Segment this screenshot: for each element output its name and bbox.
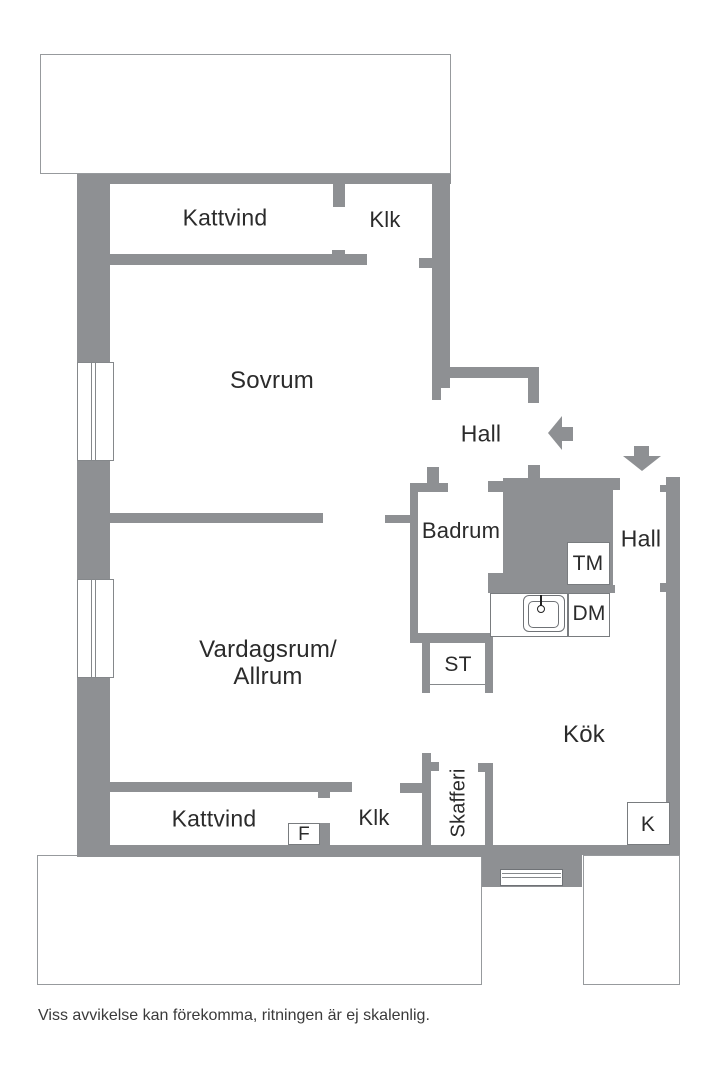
wall-left-lower xyxy=(77,677,110,857)
room-label-kok: Kök xyxy=(563,721,605,748)
dishwasher-box xyxy=(568,593,610,637)
terrace-bottom-right xyxy=(583,855,680,985)
wall-chimney-stub-bottomright xyxy=(610,585,615,593)
terrace-bottom-left xyxy=(37,855,482,985)
wall-right-upper-tip xyxy=(432,388,441,400)
wall-skafferi-left xyxy=(422,753,431,850)
window-sovrum-glazing xyxy=(91,363,96,460)
door-sill-line xyxy=(502,877,561,878)
wall-hall-upper-top xyxy=(450,367,529,378)
room-label-klk-bottom: Klk xyxy=(358,805,390,830)
wall-right-lower-notch-a xyxy=(660,485,666,492)
wall-chimney-ear-topright xyxy=(613,478,620,490)
wall-right-lower-notch-b xyxy=(660,583,666,592)
wall-klk-top-right-stub xyxy=(419,258,432,268)
wall-klk-top-stub xyxy=(333,184,345,207)
room-label-st: ST xyxy=(444,653,472,676)
wall-badrum-top xyxy=(410,483,448,492)
wall-kattvind-bottom-top xyxy=(110,782,352,792)
door-sill-line xyxy=(502,873,561,874)
wall-bottom-left xyxy=(77,845,482,857)
wall-right-upper xyxy=(432,174,450,388)
wall-chimney-step-bottomleft xyxy=(488,573,503,593)
wall-skafferi-right-hook xyxy=(478,763,485,772)
room-label-kattvind-bottom: Kattvind xyxy=(171,805,257,832)
room-label-skafferi: Skafferi xyxy=(447,768,470,838)
room-label-f: F xyxy=(298,824,310,845)
room-label-badrum: Badrum xyxy=(421,518,501,543)
disclaimer-text: Viss avvikelse kan förekomma, ritningen … xyxy=(38,1007,430,1024)
wall-badrum-bottom xyxy=(410,633,493,643)
wall-kattvind-top-bump xyxy=(332,250,345,255)
room-label-sovrum: Sovrum xyxy=(230,367,314,394)
wall-right-lower xyxy=(666,477,680,855)
wall-skafferi-right xyxy=(485,763,493,855)
fridge-box-f xyxy=(288,823,320,845)
wall-kattvind-top-bottom xyxy=(110,254,367,265)
fridge-box-k xyxy=(627,802,670,845)
wall-badrum-left xyxy=(410,483,418,637)
wall-skafferi-left-stub xyxy=(431,762,439,771)
wall-kattvind-bottom-stub xyxy=(318,792,330,798)
wall-bottom-right xyxy=(582,845,680,855)
room-label-dm: DM xyxy=(572,602,606,625)
down-arrow-shaft xyxy=(634,446,649,457)
entrance-door-icon xyxy=(500,869,563,886)
wall-st-left xyxy=(422,643,430,693)
faucet-icon xyxy=(537,605,545,613)
terrace-top xyxy=(40,54,451,174)
room-label-klk-top: Klk xyxy=(369,207,401,232)
wall-chimney-notch-topleft xyxy=(488,481,503,492)
room-label-tm: TM xyxy=(572,552,604,575)
room-label-vardagsrum-line1: Vardagsrum/ xyxy=(199,636,337,663)
wall-hall-upper-door-stub xyxy=(528,367,539,403)
wall-sovrum-vardagsrum xyxy=(110,513,323,523)
room-label-kattvind-top: Kattvind xyxy=(182,204,268,231)
wall-badrum-door-stub xyxy=(427,467,439,483)
wall-left-middle xyxy=(77,461,110,579)
washing-machine-box xyxy=(567,542,610,585)
faucet-stem xyxy=(540,595,542,607)
room-label-k: K xyxy=(640,813,656,836)
wall-sovrum-vardagsrum-stub xyxy=(385,515,410,523)
left-arrow-icon xyxy=(548,416,562,450)
wall-left-upper xyxy=(77,174,110,362)
st-closet-front-line xyxy=(430,684,485,685)
left-arrow-shaft xyxy=(561,427,573,441)
wall-chimney-top-stub xyxy=(528,465,540,478)
window-vardagsrum-glazing xyxy=(91,580,96,677)
wall-st-right xyxy=(485,643,493,693)
wall-f-stub xyxy=(320,823,330,845)
wall-top xyxy=(77,174,451,184)
wall-klk-skafferi xyxy=(400,783,422,793)
room-label-hall-upper: Hall xyxy=(460,420,502,447)
down-arrow-icon xyxy=(623,456,661,471)
room-label-vardagsrum-line2: Allrum xyxy=(233,663,303,690)
room-label-hall-lower: Hall xyxy=(620,525,662,552)
